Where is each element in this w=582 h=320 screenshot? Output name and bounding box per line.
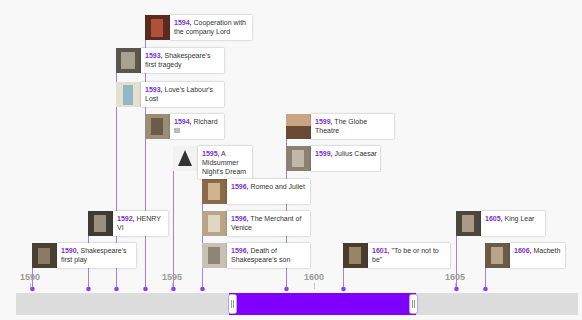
leader-lines: [33, 40, 486, 289]
event-year: 1592,: [117, 215, 135, 222]
event-card: 1596, Romeo and Juliet: [227, 179, 310, 204]
axis-year-label: 1605: [445, 272, 465, 282]
event-title: Romeo and Juliet: [250, 183, 304, 190]
event-card: 1595, A Midsummer Night's Dream: [198, 146, 252, 179]
event-year: 1590,: [61, 247, 79, 254]
axis-year-label: 1600: [304, 272, 324, 282]
event-card: 1593, Love's Labour's Lost: [141, 82, 224, 107]
axis-ticks: [31, 283, 456, 289]
event-card: 1596, Death of Shakespeare's son: [227, 243, 310, 268]
event-card: 1594, Richard III: [170, 114, 224, 139]
axis-dots: [30, 287, 488, 292]
event-year: 1596,: [231, 215, 249, 222]
event-title: King Lear: [504, 215, 534, 222]
event-card: 1593, Shakespeare's first tragedy: [141, 48, 224, 73]
event-card: 1592, HENRY VI: [113, 211, 168, 236]
event-year: 1599,: [315, 118, 333, 125]
event-year: 1593,: [145, 86, 163, 93]
thumbnails: [32, 15, 510, 268]
event-year: 1595,: [202, 150, 220, 157]
event-year: 1593,: [145, 52, 163, 59]
event-year: 1594,: [174, 118, 192, 125]
event-card: 1601, "To be or not to be": [368, 243, 450, 268]
event-title: Julius Caesar: [334, 150, 376, 157]
event-year: 1596,: [231, 247, 249, 254]
navigator-band: [16, 293, 578, 315]
event-card: 1590, Shakespeare's first play: [57, 243, 136, 268]
event-card: 1599, The Globe Theatre: [311, 114, 394, 139]
navigator-handles: [229, 295, 418, 314]
event-card: 1599, Julius Caesar: [311, 146, 380, 171]
navigator-window: [229, 293, 416, 315]
event-card: 1605, King Lear: [481, 211, 545, 236]
axis-year-label: 1595: [162, 272, 182, 282]
event-year: 1596,: [231, 183, 249, 190]
event-year: 1606,: [514, 247, 532, 254]
event-card: 1596, The Merchant of Venice: [227, 211, 310, 236]
event-year: 1601,: [372, 247, 390, 254]
event-card: 1594, Cooperation with the company Lord: [170, 15, 252, 40]
event-card: 1606, Macbeth: [510, 243, 565, 268]
event-year: 1594,: [174, 19, 192, 26]
event-title: Macbeth: [533, 247, 560, 254]
event-year: 1605,: [485, 215, 503, 222]
axis-year-label: 1590: [20, 272, 40, 282]
event-year: 1599,: [315, 150, 333, 157]
